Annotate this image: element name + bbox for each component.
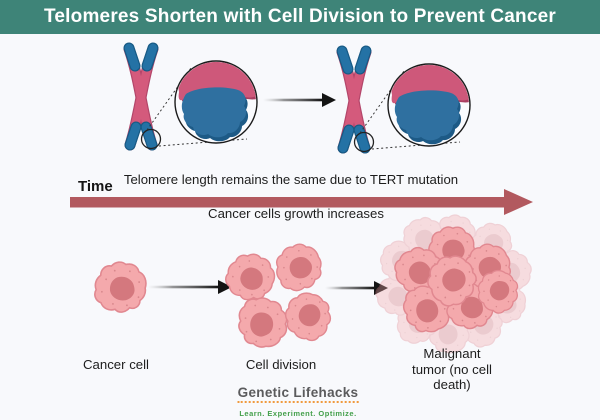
- brand-name: Genetic Lifehacks: [237, 385, 359, 403]
- cancer-cell-illustration: [90, 257, 151, 317]
- cell-division-illustration: [219, 238, 338, 348]
- page-title: Telomeres Shorten with Cell Division to …: [44, 6, 556, 27]
- right-arrow-icon: [263, 93, 336, 107]
- time-arrow: [70, 189, 533, 215]
- title-banner: Telomeres Shorten with Cell Division to …: [0, 0, 600, 34]
- chromosome-right-with-telomere-magnifier: [342, 51, 472, 152]
- brand-logo: Genetic Lifehacks Learn. Experiment. Opt…: [237, 384, 359, 420]
- diagram-canvas: [70, 33, 539, 357]
- stage-label-cancer-cell: Cancer cell: [83, 357, 149, 372]
- stage-label-malignant-tumor: Malignant tumor (no cell death): [412, 346, 492, 393]
- timeline-caption-top: Telomere length remains the same due to …: [123, 172, 459, 187]
- stage-label-cell-division: Cell division: [245, 357, 317, 372]
- chromosome-left-with-telomere-magnifier: [129, 48, 259, 149]
- time-label: Time: [78, 178, 113, 195]
- malignant-tumor-illustration: [368, 209, 539, 357]
- timeline-caption-bottom: Cancer cells growth increases: [208, 206, 384, 221]
- right-arrow-icon: [148, 280, 232, 294]
- brand-tagline: Learn. Experiment. Optimize.: [239, 409, 357, 418]
